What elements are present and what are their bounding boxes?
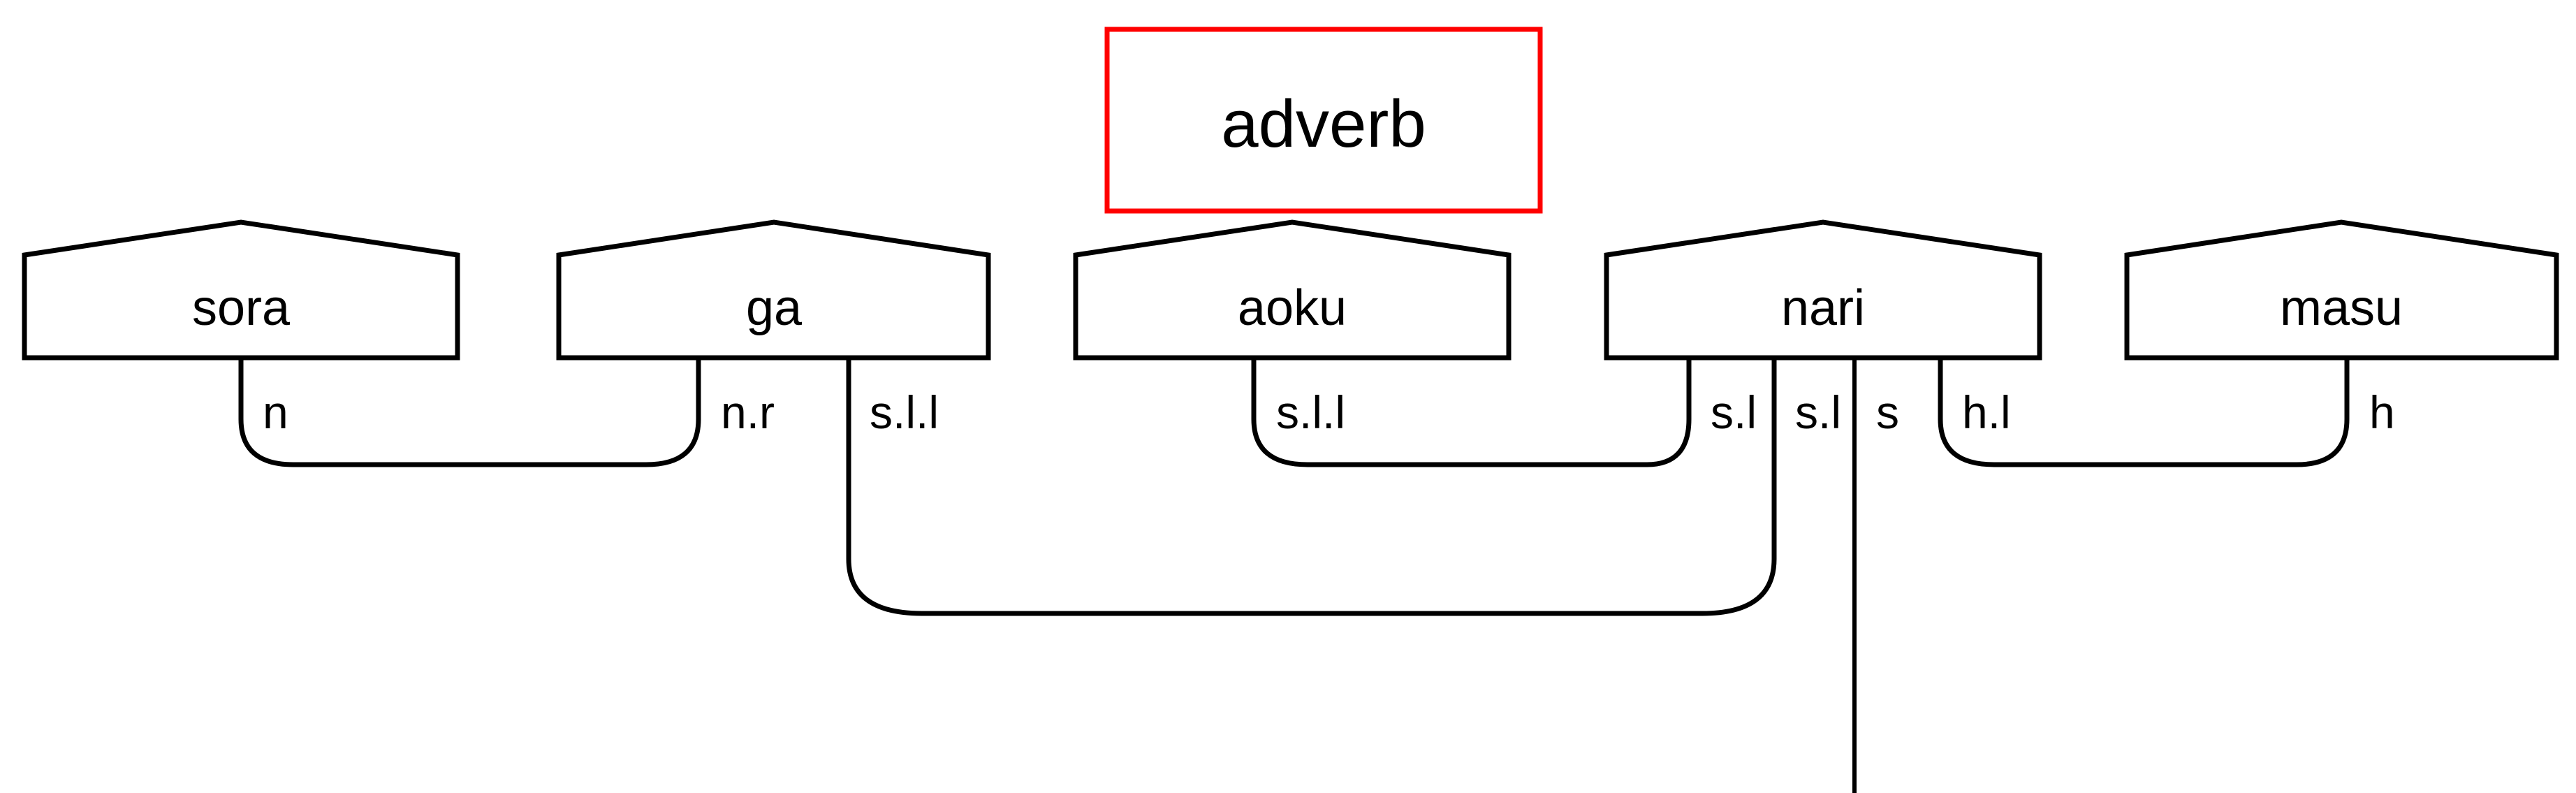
edge-label-h-l: h.l (1962, 386, 2011, 438)
node-label-nari: nari (1781, 280, 1865, 336)
node-shape-aoku[interactable] (1073, 219, 1512, 361)
edge-label-n-r: n.r (721, 386, 775, 438)
edge-path-aoku-nari (1251, 358, 1692, 467)
root-label: adverb (1221, 87, 1426, 161)
edge-label-h: h (2369, 386, 2395, 438)
edge-label-s: s (1876, 386, 1899, 438)
edge-label-n: n (263, 386, 288, 438)
node-shape-sora[interactable] (22, 219, 460, 361)
edge-path-ga-nari (846, 358, 1777, 616)
edge-path-sora-ga (238, 358, 701, 467)
node-label-aoku: aoku (1238, 280, 1347, 336)
node-shape-nari[interactable] (1604, 219, 2042, 361)
node-label-masu: masu (2280, 280, 2403, 336)
root-box-adverb[interactable] (1104, 27, 1543, 214)
node-label-ga: ga (746, 280, 803, 336)
edge-label-s-l-b: s.l (1795, 386, 1841, 438)
edge-label-s-l-l-ga: s.l.l (870, 386, 939, 438)
edge-path-nari-masu (1938, 358, 2350, 467)
edge-label-s-l-a: s.l (1711, 386, 1757, 438)
node-shape-ga[interactable] (556, 219, 991, 361)
node-shape-masu[interactable] (2124, 219, 2559, 361)
edge-label-s-l-l-aoku: s.l.l (1276, 386, 1345, 438)
node-label-sora: sora (192, 280, 291, 336)
